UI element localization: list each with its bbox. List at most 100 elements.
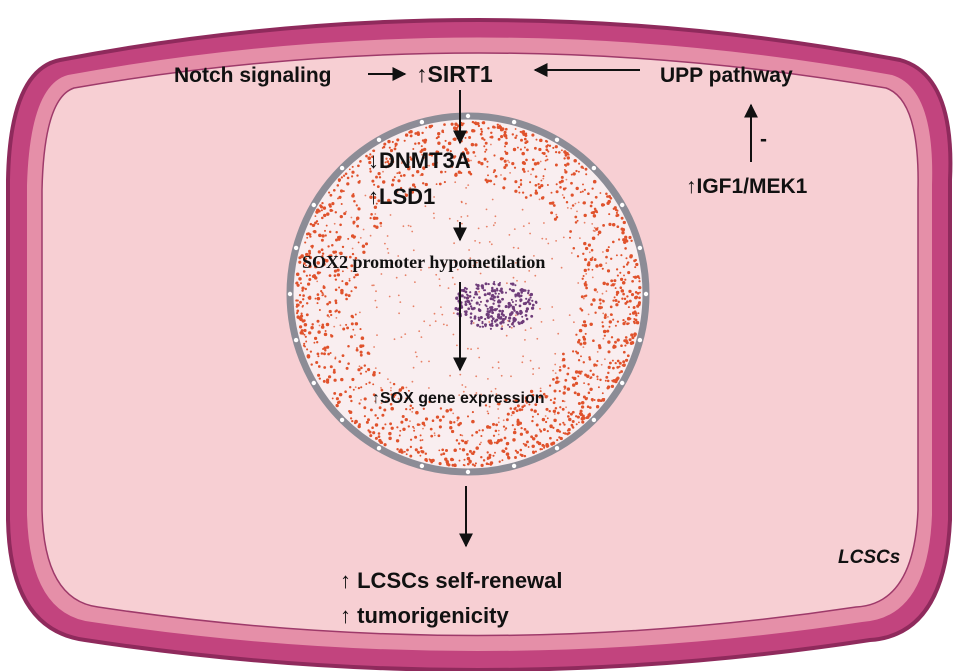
chromatin-dot: [430, 154, 434, 157]
chromatin-dot: [606, 201, 610, 205]
chromatin-dot: [577, 359, 581, 362]
nucleolus-dot: [470, 322, 473, 325]
chromatin-dot: [622, 220, 626, 225]
chromatin-dot: [402, 225, 405, 228]
chromatin-dot: [566, 415, 570, 418]
chromatin-dot: [582, 274, 585, 278]
chromatin-dot: [407, 224, 410, 227]
chromatin-dot: [616, 359, 620, 363]
label-sox-gene-expression: ↑SOX gene expression: [372, 390, 545, 407]
chromatin-dot: [514, 399, 519, 403]
chromatin-dot: [302, 270, 306, 273]
chromatin-dot: [393, 147, 397, 151]
chromatin-dot: [346, 182, 350, 186]
chromatin-dot: [570, 193, 574, 197]
chromatin-dot: [511, 424, 514, 427]
chromatin-dot: [302, 298, 305, 301]
chromatin-dot: [612, 318, 615, 321]
nucleolus-dot: [501, 309, 505, 313]
chromatin-dot: [453, 283, 456, 286]
chromatin-dot: [303, 262, 306, 265]
chromatin-dot: [589, 204, 593, 208]
chromatin-dot: [516, 450, 520, 454]
chromatin-dot: [634, 266, 637, 269]
chromatin-dot: [354, 313, 357, 316]
chromatin-dot: [432, 212, 435, 215]
chromatin-dot: [511, 133, 514, 136]
chromatin-dot: [604, 313, 607, 315]
chromatin-dot: [434, 320, 437, 323]
nucleolus-dot: [496, 307, 499, 310]
chromatin-dot: [587, 391, 591, 395]
chromatin-dot: [494, 451, 496, 454]
chromatin-dot: [534, 175, 538, 178]
chromatin-dot: [526, 148, 529, 152]
chromatin-dot: [472, 151, 476, 154]
chromatin-dot: [317, 222, 320, 226]
nucleolus-dot: [525, 307, 530, 311]
nucleolus-dot: [486, 307, 489, 311]
chromatin-dot: [367, 368, 371, 372]
chromatin-dot: [396, 138, 400, 142]
chromatin-dot: [498, 460, 501, 463]
chromatin-dot: [610, 257, 613, 260]
chromatin-dot: [395, 276, 398, 279]
chromatin-dot: [497, 361, 500, 364]
chromatin-dot: [298, 256, 302, 260]
chromatin-dot: [499, 438, 503, 442]
chromatin-dot: [577, 282, 580, 284]
chromatin-dot: [388, 431, 392, 436]
nuclear-pore: [643, 291, 649, 297]
chromatin-dot: [357, 424, 361, 429]
chromatin-dot: [601, 321, 604, 324]
chromatin-dot: [399, 301, 402, 303]
chromatin-dot: [514, 449, 518, 452]
chromatin-dot: [471, 128, 475, 133]
chromatin-dot: [619, 286, 623, 290]
nucleolus-dot: [454, 306, 458, 311]
nucleolus-dot: [478, 296, 481, 299]
chromatin-dot: [589, 387, 593, 392]
chromatin-dot: [333, 264, 337, 268]
chromatin-dot: [428, 266, 430, 269]
chromatin-dot: [299, 300, 302, 304]
chromatin-dot: [572, 247, 576, 250]
nucleolus-dot: [513, 309, 516, 312]
nuclear-pore: [554, 446, 560, 451]
chromatin-dot: [591, 268, 594, 271]
chromatin-dot: [636, 304, 640, 308]
chromatin-dot: [601, 299, 604, 302]
chromatin-dot: [539, 430, 543, 433]
chromatin-dot: [325, 224, 328, 227]
chromatin-dot: [626, 295, 629, 298]
nucleolus-dot: [490, 319, 494, 323]
chromatin-dot: [622, 363, 626, 368]
chromatin-dot: [486, 266, 489, 268]
chromatin-dot: [546, 395, 549, 397]
chromatin-dot: [338, 235, 342, 239]
chromatin-dot: [443, 123, 446, 126]
chromatin-dot: [368, 381, 371, 384]
nucleolus-dot: [498, 309, 502, 313]
chromatin-dot: [456, 136, 460, 140]
chromatin-dot: [484, 404, 488, 407]
chromatin-dot: [377, 171, 381, 176]
chromatin-dot: [592, 298, 596, 302]
chromatin-dot: [620, 289, 625, 293]
chromatin-dot: [488, 321, 491, 323]
chromatin-dot: [583, 282, 587, 286]
chromatin-dot: [503, 130, 507, 134]
nucleolus-dot: [493, 299, 496, 302]
chromatin-dot: [559, 366, 562, 368]
chromatin-dot: [435, 273, 438, 276]
chromatin-dot: [587, 313, 590, 316]
chromatin-dot: [317, 373, 321, 377]
chromatin-dot: [596, 360, 599, 363]
chromatin-dot: [484, 150, 487, 153]
chromatin-dot: [335, 317, 338, 319]
chromatin-dot: [583, 295, 586, 298]
chromatin-dot: [530, 435, 534, 439]
chromatin-dot: [437, 132, 441, 136]
chromatin-dot: [387, 378, 389, 380]
chromatin-dot: [589, 369, 592, 373]
